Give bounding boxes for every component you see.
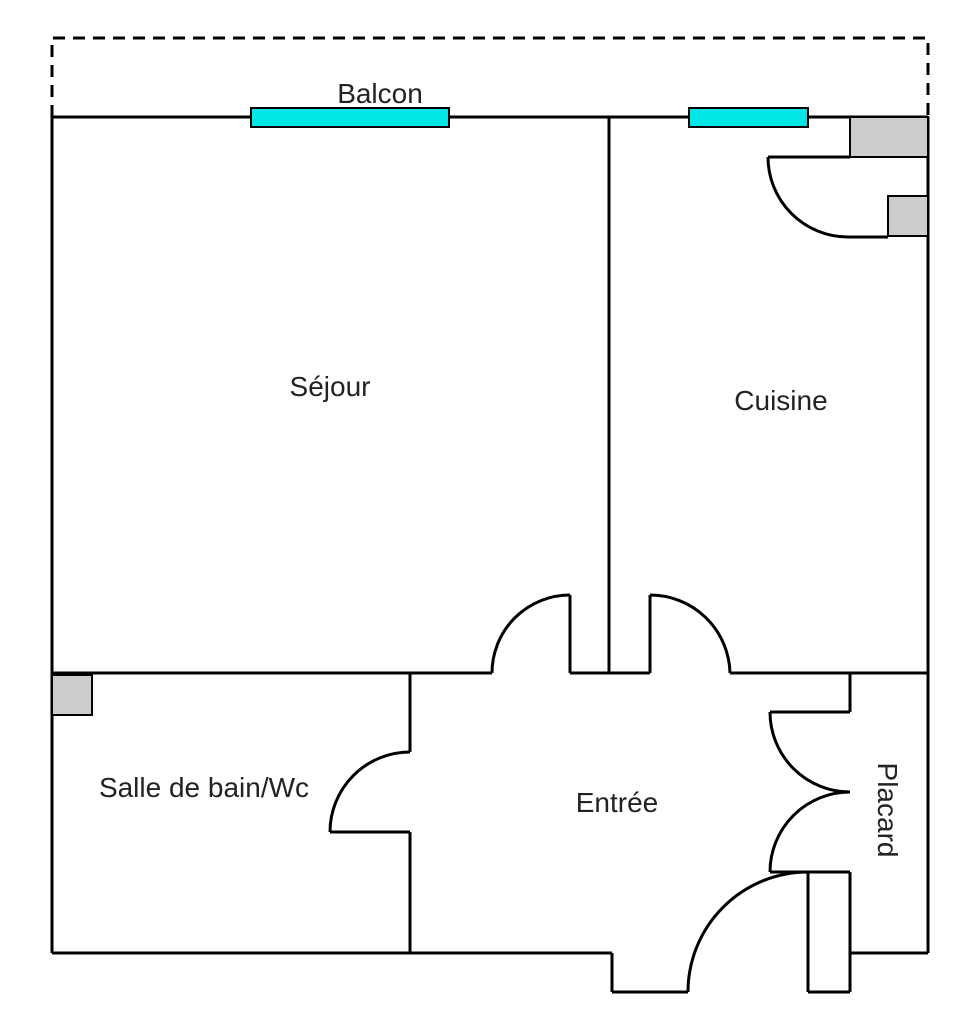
window-cuisine	[688, 107, 809, 128]
fixture-salle-de-bain	[51, 674, 93, 716]
label-cuisine: Cuisine	[734, 385, 827, 416]
label-placard: Placard	[872, 763, 903, 858]
balcony-outline	[50, 36, 930, 117]
label-entree: Entrée	[576, 787, 659, 818]
exterior-walls	[50, 115, 930, 955]
label-balcon: Balcon	[337, 78, 423, 109]
fixture-cuisine-side	[887, 195, 929, 237]
doors	[328, 155, 888, 993]
label-salle-de-bain: Salle de bain/Wc	[99, 772, 309, 803]
fixture-cuisine-top	[849, 116, 929, 158]
label-sejour: Séjour	[290, 371, 371, 402]
window-sejour	[250, 107, 450, 128]
interior-walls	[52, 117, 928, 994]
